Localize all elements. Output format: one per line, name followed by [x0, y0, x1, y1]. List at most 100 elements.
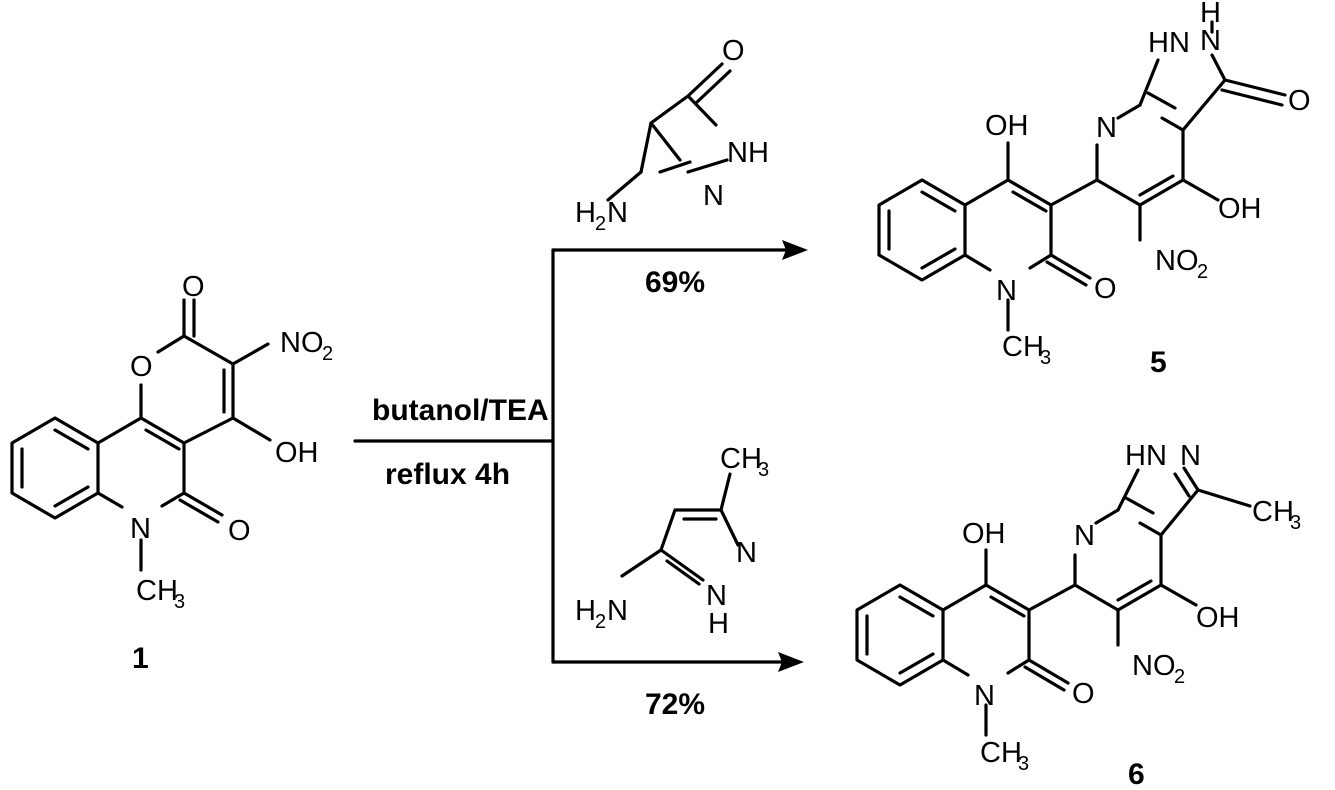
pyrazolone-ring [649, 94, 718, 162]
atom-O: O [130, 351, 153, 383]
subscript-3: 3 [1040, 347, 1051, 369]
double-bond [658, 160, 692, 174]
quinolinone-ring-6 [941, 583, 1031, 675]
double-bond [898, 652, 935, 675]
atom-NH: N [706, 580, 727, 612]
atom-N: N [703, 180, 724, 212]
benzene-ring-5 [877, 178, 967, 282]
atom-CH3: CH [980, 737, 1022, 769]
bond [1116, 468, 1140, 512]
yield-top: 69% [645, 266, 705, 299]
subscript-3: 3 [1018, 753, 1029, 775]
subscript-2: 2 [1197, 261, 1208, 283]
lactam-ring-1 [96, 416, 186, 508]
atom-H2N-N: N [607, 595, 628, 627]
atom-HN: HN [1148, 27, 1190, 59]
bond [639, 121, 653, 174]
subscript-2: 2 [595, 213, 606, 235]
double-bond [1220, 88, 1284, 107]
atom-N: N [1096, 112, 1117, 144]
double-bond [53, 428, 90, 451]
atom-CH3: CH [1002, 331, 1044, 363]
double-bond [920, 247, 957, 270]
reagent-solvent: butanol/TEA [372, 394, 549, 427]
bond [1196, 488, 1252, 508]
compound-6-structure: OH N O CH 3 N OH NO 2 HN N CH 3 6 [855, 440, 1301, 790]
bond [686, 158, 729, 174]
bond [606, 170, 643, 202]
reagent-aminomethylpyrazole: CH 3 N N H H 2 N [575, 443, 769, 640]
bond [1138, 58, 1160, 107]
bond [1159, 488, 1200, 537]
bond [941, 658, 970, 677]
bond [96, 491, 124, 509]
atom-OH: OH [962, 518, 1006, 550]
bond [182, 491, 224, 517]
compound-5-structure: OH N O CH 3 N OH NO 2 HN N H O 5 [877, 0, 1311, 379]
bond [1210, 53, 1227, 82]
quinolinone-ring-5 [963, 178, 1053, 270]
compound-1-structure: O O NO 2 OH O N CH 3 1 [10, 271, 333, 675]
atom-O: O [722, 35, 745, 67]
atom-OH: OH [1218, 193, 1262, 225]
bond [1159, 583, 1198, 607]
atom-H: H [1200, 0, 1221, 29]
reagent-aminopyrazolone: O NH N H 2 N [575, 35, 769, 235]
atom-H2N-N: N [607, 197, 628, 229]
double-bond [1173, 472, 1191, 498]
double-bond [178, 498, 220, 524]
double-bond [665, 559, 701, 586]
subscript-2: 2 [595, 611, 606, 633]
atom-OH: OH [1196, 602, 1240, 634]
double-bond [1116, 579, 1153, 602]
atom-CH3: CH [720, 443, 762, 475]
bond [719, 472, 732, 512]
atom-N: N [974, 680, 995, 712]
atom-N: N [1180, 440, 1201, 472]
subscript-2: 2 [322, 343, 333, 365]
atom-H2N-H: H [575, 197, 596, 229]
yield-bottom: 72% [645, 688, 705, 721]
bond [1049, 178, 1099, 207]
bond [1223, 78, 1287, 97]
atom-HN: HN [1125, 440, 1167, 472]
subscript-3: 3 [758, 459, 769, 481]
compound-label-5: 5 [1150, 346, 1167, 379]
subscript-3: 3 [1290, 512, 1301, 534]
atom-H: H [708, 608, 729, 640]
double-bond [1045, 260, 1088, 287]
pyranone-ring-1 [156, 334, 235, 445]
bond [1116, 103, 1142, 120]
double-bond [694, 69, 732, 105]
bond [1182, 466, 1200, 492]
double-bond [1146, 91, 1177, 110]
bond [620, 548, 663, 578]
arrowhead-top [782, 240, 808, 260]
subscript-3: 3 [174, 591, 185, 613]
bond [686, 62, 724, 98]
atom-O: O [182, 271, 205, 303]
bond [1181, 178, 1220, 202]
compound-label-6: 6 [1128, 758, 1145, 790]
atom-NH: NH [727, 137, 769, 169]
reaction-time: reflux 4h [385, 458, 510, 491]
double-bond [1124, 496, 1155, 515]
double-bond [920, 190, 957, 213]
atom-N: N [1200, 25, 1221, 57]
bond [231, 342, 270, 366]
bond [1027, 658, 1070, 685]
atom-NO2: NO [280, 327, 324, 359]
double-bond [144, 428, 181, 451]
atom-N: N [130, 513, 151, 545]
double-bond [1011, 190, 1048, 213]
atom-OH: OH [275, 437, 319, 469]
atom-CH3: CH [136, 575, 178, 607]
atom-O: O [228, 515, 251, 547]
compound-label-1: 1 [132, 642, 149, 675]
atom-O: O [1072, 678, 1095, 710]
atom-O: O [1094, 273, 1117, 305]
arrowhead-bottom [778, 652, 804, 672]
double-bond [1023, 665, 1066, 692]
reaction-arrows: butanol/TEA reflux 4h 69% 72% [353, 240, 808, 721]
